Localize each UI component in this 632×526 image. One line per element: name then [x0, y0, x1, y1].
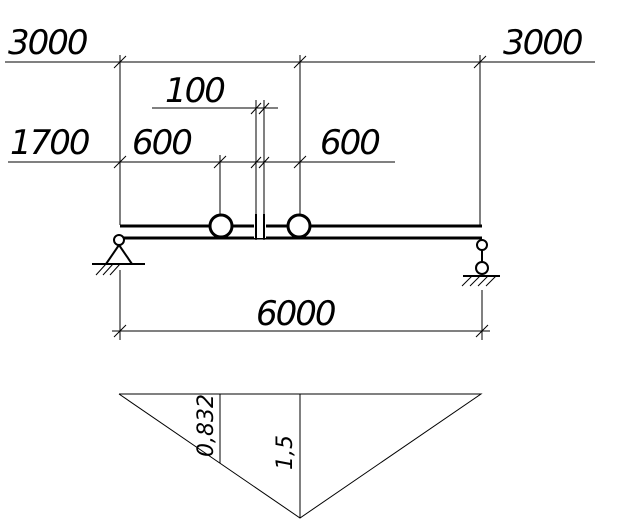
dim-left-top: 3000	[8, 23, 87, 63]
hatch-1	[95, 263, 107, 276]
right-support-pin-top	[476, 239, 488, 251]
tick-wheel-left	[213, 155, 227, 169]
tick-wheel-left-support	[113, 155, 127, 169]
top-dimension: 3000 3000	[5, 23, 595, 225]
span-tick-left	[113, 324, 127, 338]
right-support-roller	[475, 261, 489, 275]
span-dimension: 6000	[112, 270, 490, 340]
hatch-2	[102, 263, 114, 276]
gap-tick-left	[250, 102, 262, 115]
dim-left-offset: 1700	[10, 123, 89, 163]
wheel-right	[286, 213, 312, 239]
hatch-r3	[477, 275, 489, 287]
tick-wheel-right	[293, 155, 307, 169]
hatch-3	[109, 263, 121, 276]
dim-span: 6000	[256, 294, 335, 334]
tick-gap-a	[250, 156, 262, 169]
ordinate-max-label: 1,5	[273, 435, 298, 470]
ordinate-small-label: 0,832	[194, 394, 219, 457]
wheel-left	[208, 213, 234, 239]
influence-line: 0,832 1,5	[118, 393, 483, 519]
hatch-r4	[485, 275, 497, 287]
tick-gap-b	[258, 156, 270, 169]
hatch-r1	[461, 275, 473, 287]
gap-tick-right	[258, 102, 270, 115]
span-tick-right	[475, 324, 489, 338]
dim-wheel-left: 600	[132, 123, 191, 163]
left-support-leg-b	[118, 244, 133, 265]
dim-wheel-right: 600	[320, 123, 379, 163]
hatch-r2	[469, 275, 481, 287]
dim-right-top: 3000	[503, 23, 582, 63]
gap-dimension: 100	[152, 71, 278, 240]
left-pinned-support	[92, 234, 145, 276]
right-roller-support	[461, 239, 500, 287]
left-support-leg-a	[105, 244, 120, 265]
tick-left	[113, 55, 127, 69]
tick-mid	[293, 55, 307, 69]
left-support-pin	[113, 234, 125, 246]
wheel-dimension: 1700 600 600	[8, 123, 395, 215]
beam	[120, 213, 482, 240]
dim-gap: 100	[165, 71, 224, 111]
tick-right	[473, 55, 487, 69]
